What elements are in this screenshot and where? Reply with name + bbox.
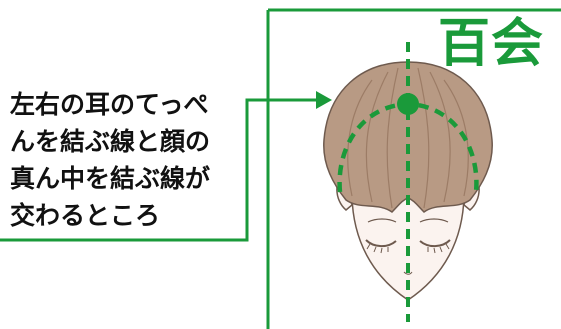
arrow-right-icon bbox=[316, 91, 332, 109]
hair-strand bbox=[347, 79, 373, 197]
caption-line: 交わるところ bbox=[10, 201, 161, 230]
hair-strand bbox=[365, 71, 389, 203]
left-eye bbox=[365, 239, 397, 248]
right-eye bbox=[419, 239, 451, 248]
caption-line: 左右の耳のてっぺ bbox=[10, 90, 209, 119]
leader-line bbox=[0, 91, 332, 242]
hair-strand bbox=[417, 67, 430, 209]
caption-line: 真ん中を結ぶ線が bbox=[10, 164, 211, 193]
hair-strand bbox=[386, 67, 399, 209]
right-brow bbox=[419, 218, 449, 223]
leader-line-path bbox=[0, 98, 316, 242]
acupoint-dot-icon bbox=[397, 93, 419, 115]
hair-strands bbox=[347, 67, 469, 209]
guide-lines bbox=[337, 42, 479, 322]
nose bbox=[403, 271, 413, 275]
left-brow bbox=[367, 218, 397, 223]
right-lashes bbox=[427, 243, 450, 254]
hair-strand bbox=[429, 71, 451, 203]
hair-strand bbox=[443, 79, 469, 197]
acupoint-title: 百会 bbox=[438, 14, 545, 74]
caption-line: んを結ぶ線と顔の bbox=[10, 127, 211, 156]
caption: 左右の耳のてっぺ んを結ぶ線と顔の 真ん中を結ぶ線が 交わるところ bbox=[10, 86, 242, 234]
left-lashes bbox=[366, 243, 389, 254]
frame bbox=[266, 8, 561, 329]
